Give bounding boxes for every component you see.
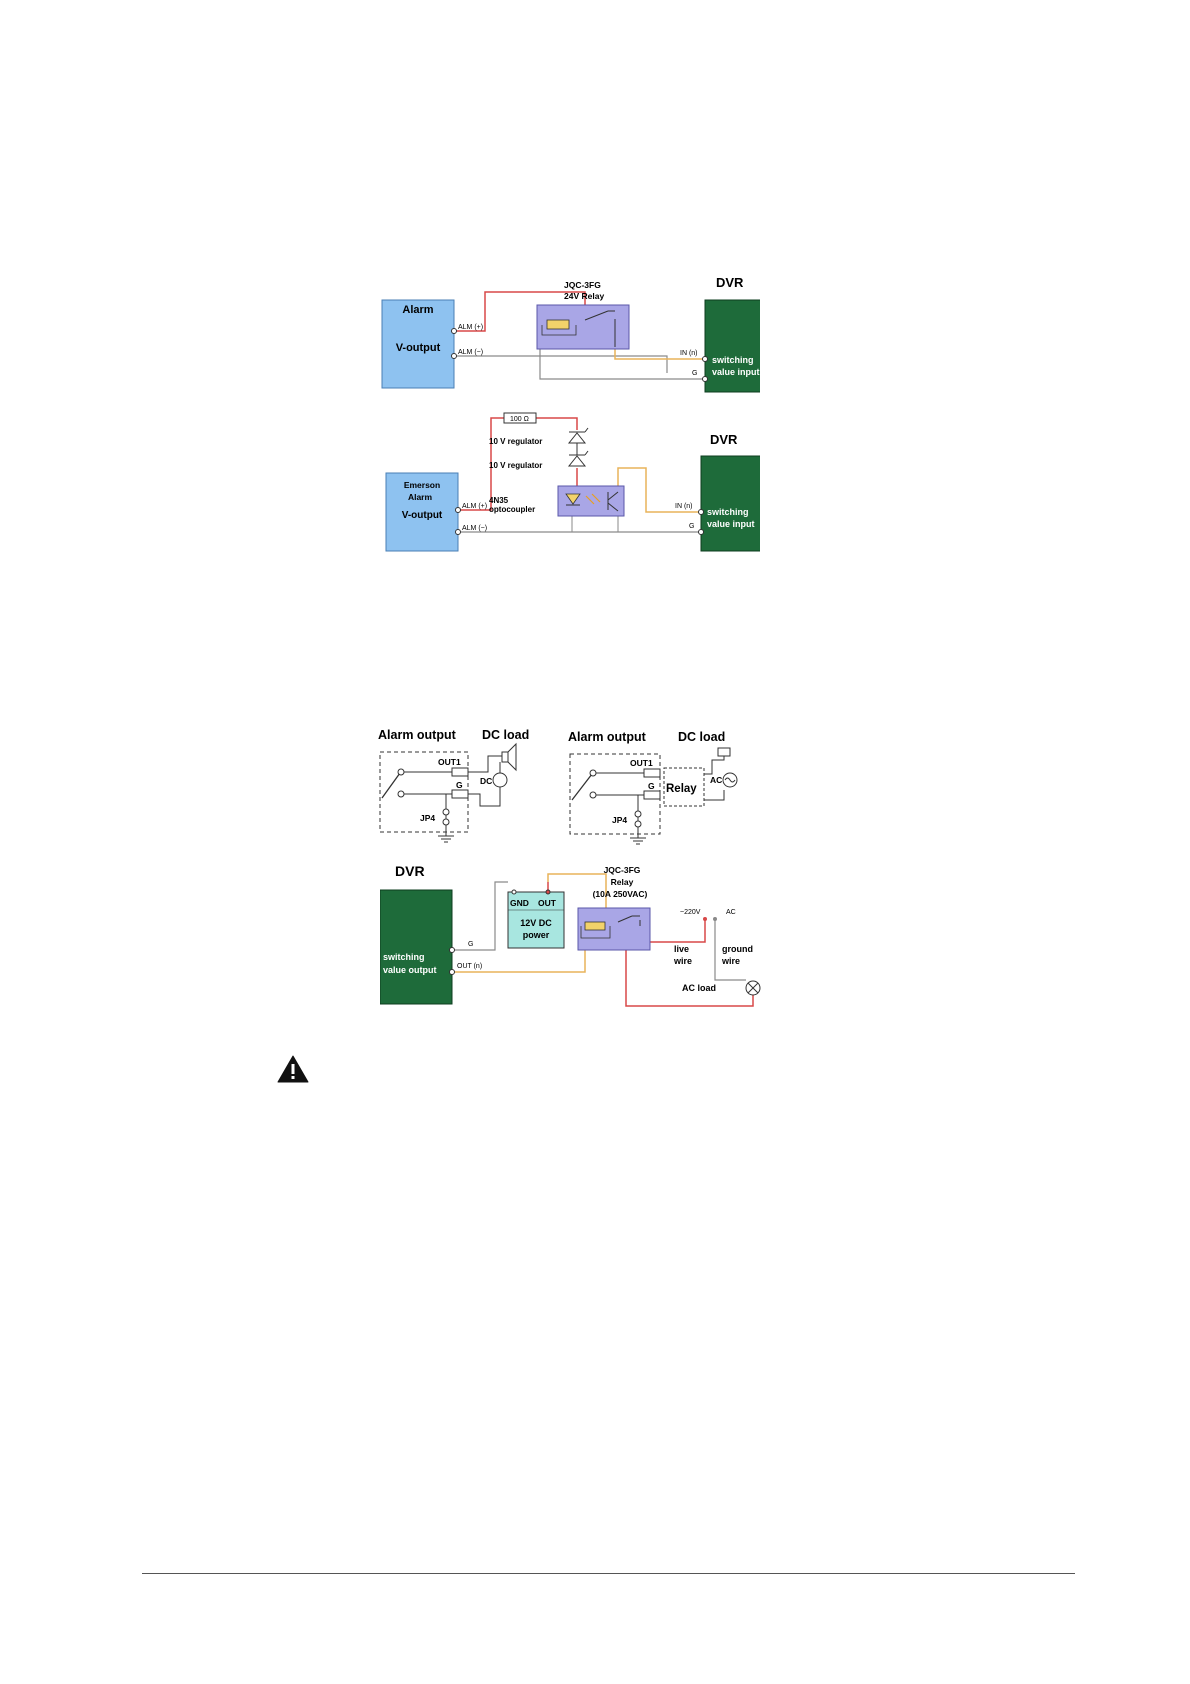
ac-label: AC [710, 775, 722, 785]
jp4-label: JP4 [420, 813, 435, 823]
dvr-input-box-2 [700, 455, 760, 552]
out-label: OUT (n) [457, 963, 482, 970]
ground-wire-line1: ground [722, 944, 753, 954]
alarm-box-line2: V-output [396, 342, 441, 354]
voutput-label: V-output [402, 510, 443, 521]
jp4-label-2: JP4 [612, 815, 627, 825]
live-wire-line1: live [674, 944, 689, 954]
relay-wiring-diagram: Alarm V-output ALM (+) ALM (−) JQC-3FG 2… [381, 275, 760, 393]
alm-plus-label: ALM (+) [458, 324, 483, 331]
emerson-alarm-line1: Emerson [404, 480, 440, 490]
g-label-3: G [468, 941, 473, 948]
relay-label: Relay [666, 783, 697, 795]
alarm-box-line1: Alarm [402, 304, 433, 316]
relay-label-2-line2: Relay [611, 877, 634, 887]
in-label-2: IN (n) [675, 503, 693, 510]
alarm-output-relay-diagram: Alarm output DC load OUT1 G JP4 Relay AC [568, 730, 738, 845]
dc-power-box [507, 891, 565, 949]
dvr-title: DVR [716, 275, 744, 290]
emerson-alarm-line2: Alarm [408, 492, 433, 502]
emerson-alarm-box [385, 472, 459, 552]
resistor [503, 412, 537, 424]
in-label: IN (n) [680, 350, 698, 357]
dvr-box-line1: switching [712, 355, 754, 365]
optocoupler-wiring-diagram: 100 Ω 10 V regulator 10 V regulator 4N35… [385, 412, 760, 552]
dvr-output-box [380, 889, 453, 1005]
dvr-output-line2: value output [383, 965, 437, 975]
relay-label-2-line3: (10A 250VAC) [593, 889, 648, 899]
g-terminal-label-2: G [648, 781, 655, 791]
power-out-label: OUT [538, 898, 557, 908]
out1-label-2: OUT1 [630, 758, 653, 768]
opto-label-line1: 4N35 [489, 496, 509, 505]
dvr-box-line2: value input [712, 367, 760, 377]
alm-minus-label-2: ALM (−) [462, 525, 487, 532]
power-gnd-label: GND [510, 898, 529, 908]
ac-mains-label: AC [726, 909, 736, 916]
dvr-output-relay-ac-load-diagram: DVR G OUT (n) switching value output GND… [380, 864, 761, 1007]
alarm-v-output-box [381, 299, 455, 389]
g-label: G [692, 370, 697, 377]
g-terminal-label: G [456, 780, 463, 790]
alm-plus-label-2: ALM (+) [462, 503, 487, 510]
out1-label: OUT1 [438, 757, 461, 767]
ac-load-label: AC load [682, 983, 716, 993]
warning-icon [277, 1055, 309, 1083]
v220-label: ~220V [680, 909, 701, 916]
load-icon [717, 747, 731, 757]
alarm-output-title-2: Alarm output [568, 730, 647, 744]
speaker-icon [501, 751, 509, 763]
relay-label-2-line1: JQC-3FG [604, 865, 641, 875]
dvr-input-box [704, 299, 760, 393]
regulator-1-label: 10 V regulator [489, 437, 542, 446]
live-wire-line2: wire [673, 956, 692, 966]
dvr-box-2-line2: value input [707, 519, 755, 529]
relay-label-line2: 24V Relay [564, 291, 604, 301]
footer-divider [142, 1573, 1075, 1574]
power-box-line2: power [523, 930, 550, 940]
dvr-title-2: DVR [710, 432, 738, 447]
dvr-box-2-line1: switching [707, 507, 749, 517]
dvr-title-3: DVR [395, 864, 425, 879]
alm-minus-label: ALM (−) [458, 349, 483, 356]
dc-load-title: DC load [482, 728, 529, 742]
alarm-output-dc-load-diagram: Alarm output DC load OUT1 G JP4 DC [378, 728, 529, 843]
relay-label-line1: JQC-3FG [564, 280, 601, 290]
dc-load-title-2: DC load [678, 730, 725, 744]
dc-label: DC [480, 776, 492, 786]
dc-source-icon [492, 772, 508, 788]
alarm-output-title: Alarm output [378, 728, 457, 742]
power-box-line1: 12V DC [520, 918, 552, 928]
regulator-2-label: 10 V regulator [489, 461, 542, 470]
ground-wire-line2: wire [721, 956, 740, 966]
resistor-label: 100 Ω [510, 416, 529, 423]
opto-label-line2: optocoupler [489, 505, 535, 514]
dvr-output-line1: switching [383, 952, 425, 962]
relay-box [663, 767, 705, 807]
g-label-2: G [689, 523, 694, 530]
